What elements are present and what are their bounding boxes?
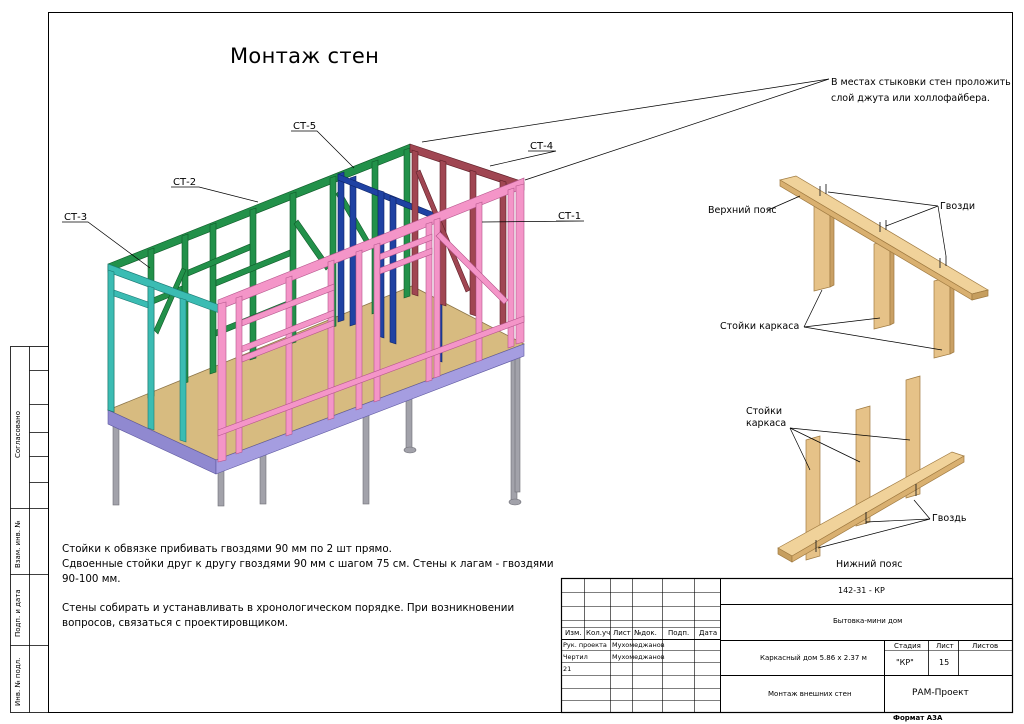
label-top-plate: Верхний пояс [708, 205, 777, 216]
detail-bottom-plate [777, 375, 965, 563]
tb-description: Каркасный дом 5.86 x 2.37 м [760, 654, 867, 662]
tb-row1-name: Мухомеджанов [612, 641, 665, 649]
sheet-title: Монтаж стен [230, 44, 380, 68]
note-line-4: Стены собирать и устанавливать в хроноло… [62, 602, 515, 614]
note-line-2: Сдвоенные стойки друг к другу гвоздями 9… [62, 558, 554, 570]
tb-organization: РАМ-Проект [912, 688, 969, 698]
format-label: Формат А3А [893, 714, 943, 722]
note-line-3: 90-100 мм. [62, 573, 121, 585]
label-nail: Гвоздь [932, 513, 967, 524]
tb-row1-role: Рук. проекта [563, 641, 607, 649]
wall-label-st5: СТ-5 [293, 121, 317, 132]
title-block-grid [560, 577, 1014, 714]
tb-sheets-header: Листов [972, 642, 999, 650]
tb-doc-code: 142-31 - КР [838, 586, 885, 595]
frame-3d-drawing [106, 143, 525, 507]
side-stamp [10, 346, 49, 713]
tb-row2-name: Мухомеджанов [612, 653, 665, 661]
detail-top-plate [767, 175, 989, 359]
tb-col-list: Лист [613, 629, 631, 637]
wall-st1 [217, 177, 525, 463]
joint-callout-line2: слой джута или холлофайбера. [831, 93, 990, 104]
tb-col-date: Дата [699, 629, 718, 637]
tb-row3-extra: 21 [563, 665, 572, 673]
stamp-inv-orig: Инв. № подл. [14, 657, 22, 706]
tb-col-doc: №док. [634, 629, 657, 637]
tb-col-izm: Изм. [565, 629, 582, 637]
wall-label-st1: СТ-1 [558, 211, 582, 222]
note-line-1: Стойки к обвязке прибивать гвоздями 90 м… [62, 543, 392, 555]
label-frame-studs-bottom-2: каркаса [746, 418, 787, 429]
label-frame-studs-top: Стойки каркаса [720, 321, 800, 332]
tb-stage-header: Стадия [894, 642, 921, 650]
tb-sheet-name: Монтаж внешних стен [768, 690, 852, 698]
tb-object-name: Бытовка-мини дом [833, 617, 903, 625]
tb-sheet-header: Лист [936, 642, 954, 650]
label-frame-studs-bottom-1: Стойки [746, 406, 783, 417]
label-bottom-plate: Нижний пояс [836, 559, 903, 570]
wall-label-st2: СТ-2 [173, 177, 197, 188]
stamp-replaced-inv: Взам. инв. № [14, 520, 22, 568]
joint-callout-line1: В местах стыковки стен проложить [831, 77, 1011, 88]
tb-row2-role: Чертил [563, 653, 588, 661]
wall-st3 [107, 263, 223, 443]
tb-col-kol: Кол.уч [586, 629, 611, 637]
stamp-sign-date: Подп. и дата [14, 589, 22, 637]
label-nails: Гвозди [940, 201, 975, 212]
wall-label-st3: СТ-3 [64, 212, 88, 223]
note-line-5: вопросов, связаться с проектировщиком. [62, 617, 289, 629]
tb-stage-value: "КР" [896, 658, 914, 667]
wall-label-leaders [62, 78, 830, 269]
wall-label-st4: СТ-4 [530, 141, 554, 152]
stamp-agreed: Согласовано [14, 410, 22, 458]
tb-col-sign: Подп. [668, 629, 690, 637]
floor-platform [106, 285, 525, 475]
tb-sheet-value: 15 [939, 658, 950, 667]
